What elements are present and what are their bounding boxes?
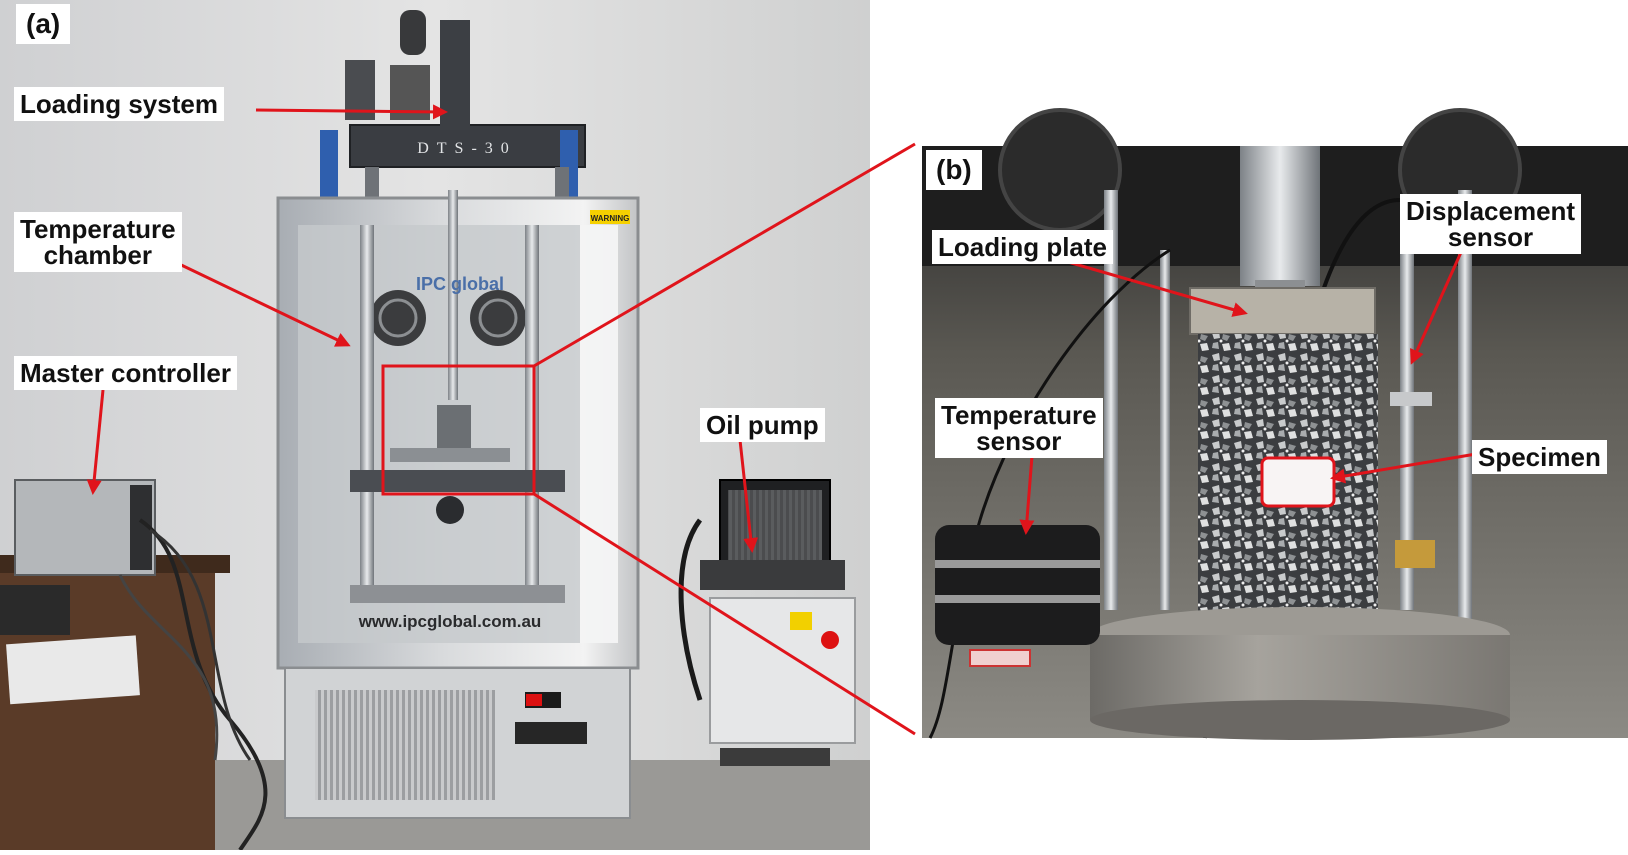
label-oil-pump: Oil pump	[700, 408, 825, 442]
zoom-connector-bottom	[533, 492, 916, 736]
warning-sticker-text: WARNING	[591, 214, 630, 223]
temperature-sensor-block	[935, 525, 1100, 645]
brand-logo-text: IPC global	[416, 274, 504, 294]
specimen-tag	[1260, 456, 1336, 508]
zoom-region-box	[381, 364, 536, 496]
panel-b-tag: (b)	[926, 150, 982, 190]
loading-plate	[1189, 287, 1376, 335]
label-loading-system: Loading system	[14, 87, 224, 121]
label-temperature-chamber: Temperature chamber	[14, 212, 182, 272]
annotation-arrows-b	[1019, 249, 1477, 535]
annotation-arrows-a	[86, 104, 759, 553]
website-text: www.ipcglobal.com.au	[358, 612, 542, 631]
label-master-controller: Master controller	[14, 356, 237, 390]
label-loading-plate: Loading plate	[932, 230, 1113, 264]
label-temperature-sensor: Temperature sensor	[935, 398, 1103, 458]
panel-a-tag: (a)	[16, 4, 71, 44]
zoom-connector-top	[533, 142, 916, 368]
label-displacement-sensor: Displacement sensor	[1400, 194, 1582, 254]
label-specimen: Specimen	[1472, 440, 1607, 474]
model-plate-text: DTS-30	[417, 140, 517, 157]
